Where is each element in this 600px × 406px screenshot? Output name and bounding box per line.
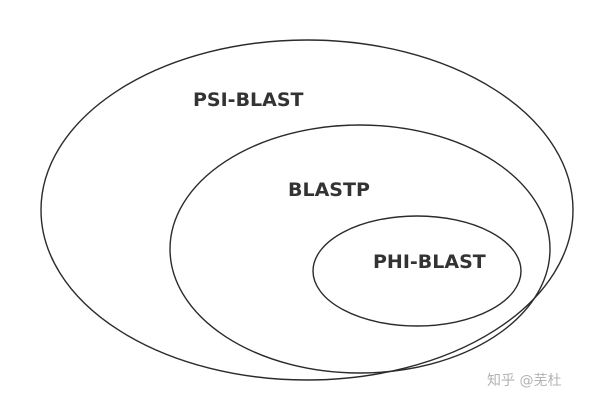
blastp-ellipse: [169, 124, 551, 374]
psi-blast-ellipse: [40, 39, 574, 381]
blastp-label: BLASTP: [288, 179, 370, 201]
phi-blast-label: PHI-BLAST: [373, 251, 486, 273]
phi-blast-ellipse: [312, 215, 522, 327]
psi-blast-label: PSI-BLAST: [193, 89, 304, 111]
watermark-text: 知乎 @芜杜: [487, 373, 562, 389]
